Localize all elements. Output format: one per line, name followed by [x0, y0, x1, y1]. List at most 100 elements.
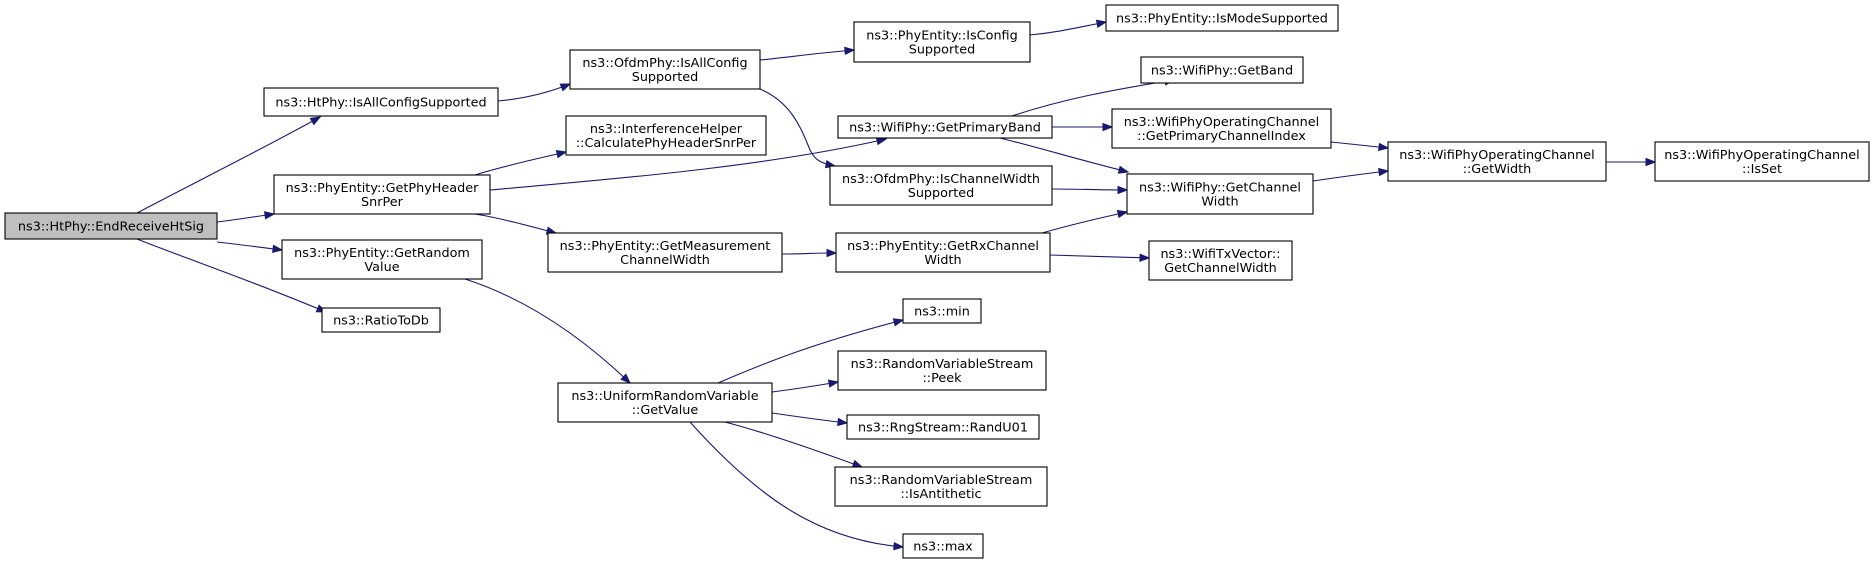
function-node[interactable]: ns3::RatioToDb: [321, 307, 441, 333]
arrowhead: [1117, 185, 1129, 195]
edge-line: [497, 83, 571, 102]
node-label: ns3::PhyEntity::GetMeasurement: [560, 239, 771, 254]
function-node[interactable]: ns3::OfdmPhy::IsAllConfigSupported: [569, 49, 761, 90]
node-label: Width: [924, 253, 961, 268]
node-box: [1148, 240, 1293, 281]
node-label: ns3::RatioToDb: [333, 314, 429, 329]
edge-line: [689, 421, 904, 548]
node-box: [1387, 141, 1607, 182]
arrowhead: [893, 541, 905, 551]
arrowhead: [826, 248, 838, 258]
function-node[interactable]: ns3::RandomVariableStream::Peek: [837, 350, 1047, 391]
arrowhead: [264, 211, 276, 220]
node-box: [902, 298, 982, 324]
node-label: ns3::InterferenceHelper: [590, 122, 743, 137]
node-label: ns3::RandomVariableStream: [851, 357, 1034, 372]
node-label: ns3::WifiPhy::GetChannel: [1139, 181, 1301, 196]
edge-n10-n19: [1029, 19, 1108, 36]
arrowhead: [837, 417, 849, 427]
edge-n11-n22: [999, 137, 1130, 174]
edge-n1-n3: [216, 211, 276, 223]
edge-line: [136, 238, 327, 313]
edge-n13-n22: [1041, 209, 1129, 234]
node-label: ns3::OfdmPhy::IsAllConfig: [582, 56, 747, 71]
nodes-layer: ns3::HtPhy::EndReceiveHtSig ns3::HtPhy::I…: [4, 4, 1870, 559]
function-node[interactable]: ns3::WifiPhyOperatingChannel::GetWidth: [1387, 141, 1607, 182]
edge-n6-n10: [759, 46, 856, 61]
node-label: ::GetPrimaryChannelIndex: [1137, 129, 1306, 144]
node-label: ns3::WifiPhy::GetPrimaryBand: [849, 121, 1041, 136]
node-label: ns3::WifiPhy::GetBand: [1151, 64, 1293, 79]
arrowhead: [1095, 19, 1108, 28]
node-label: ns3::WifiPhyOperatingChannel: [1124, 115, 1319, 130]
edge-line: [724, 421, 863, 468]
edge-n11-n21: [1052, 122, 1114, 132]
node-label: ns3::PhyEntity::GetRxChannel: [847, 239, 1039, 254]
edge-line: [489, 138, 887, 191]
edge-n4-n9: [464, 278, 631, 384]
node-label: ns3::PhyEntity::IsModeSupported: [1116, 12, 1328, 27]
edge-line: [464, 278, 631, 384]
node-label: ::IsSet: [1742, 162, 1782, 177]
node-label: ::CalculatePhyHeaderSnrPer: [576, 136, 757, 151]
node-label: Supported: [909, 43, 976, 58]
node-box: [846, 414, 1040, 440]
arrowhead: [309, 116, 322, 126]
node-label: Value: [364, 260, 399, 275]
node-label: GetChannelWidth: [1164, 261, 1277, 276]
node-label: ns3::UniformRandomVariable: [571, 389, 758, 404]
node-label: ns3::HtPhy::EndReceiveHtSig: [18, 220, 204, 235]
function-node[interactable]: ns3::WifiPhyOperatingChannel::IsSet: [1654, 141, 1870, 182]
function-node[interactable]: ns3::WifiPhy::GetPrimaryBand: [837, 115, 1053, 139]
edge-n9-n14: [717, 318, 905, 384]
edge-n8-n13: [781, 248, 838, 258]
edge-line: [771, 381, 839, 393]
arrowhead: [827, 379, 840, 388]
function-node[interactable]: ns3::PhyEntity::IsModeSupported: [1105, 4, 1339, 32]
node-label: ::GetValue: [632, 403, 699, 418]
node-label: ns3::RngStream::RandU01: [858, 421, 1028, 436]
function-node[interactable]: ns3::RngStream::RandU01: [846, 414, 1040, 440]
arrowhead: [844, 46, 856, 56]
node-box: [273, 174, 491, 215]
function-node[interactable]: ns3::RandomVariableStream::IsAntithetic: [834, 466, 1048, 507]
arrowhead: [272, 244, 284, 254]
node-box: [1111, 108, 1332, 149]
node-label: Width: [1201, 195, 1238, 210]
edge-n12-n22: [1051, 185, 1129, 195]
edge-line: [759, 49, 855, 61]
edge-n2-n6: [497, 83, 572, 102]
function-node[interactable]: ns3::max: [902, 533, 984, 559]
function-node[interactable]: ns3::WifiPhy::GetChannelWidth: [1126, 173, 1314, 215]
root-function-node[interactable]: ns3::HtPhy::EndReceiveHtSig: [4, 212, 218, 240]
node-label: ns3::PhyEntity::IsConfig: [866, 29, 1018, 44]
edge-line: [759, 88, 836, 167]
node-box: [1105, 4, 1339, 32]
node-box: [829, 165, 1053, 206]
function-node[interactable]: ns3::WifiPhyOperatingChannel::GetPrimary…: [1111, 108, 1332, 149]
node-box: [1654, 141, 1870, 182]
function-node[interactable]: ns3::min: [902, 298, 982, 324]
edge-line: [216, 241, 283, 251]
arrowhead: [1378, 142, 1390, 152]
function-node[interactable]: ns3::WifiTxVector::GetChannelWidth: [1148, 240, 1293, 281]
function-node[interactable]: ns3::PhyEntity::GetMeasurementChannelWid…: [547, 232, 783, 273]
arrowhead: [1117, 165, 1130, 174]
node-box: [1140, 56, 1304, 84]
function-node[interactable]: ns3::WifiPhy::GetBand: [1140, 56, 1304, 84]
node-box: [835, 232, 1051, 273]
function-node[interactable]: ns3::InterferenceHelper::CalculatePhyHea…: [565, 115, 767, 156]
edge-line: [771, 412, 848, 424]
edge-n9-n16: [771, 412, 849, 427]
function-node[interactable]: ns3::UniformRandomVariable::GetValue: [557, 382, 773, 423]
edge-n24-n25: [1606, 157, 1657, 167]
function-node[interactable]: ns3::HtPhy::IsAllConfigSupported: [263, 87, 499, 117]
arrowhead: [851, 459, 864, 468]
node-box: [557, 382, 773, 423]
